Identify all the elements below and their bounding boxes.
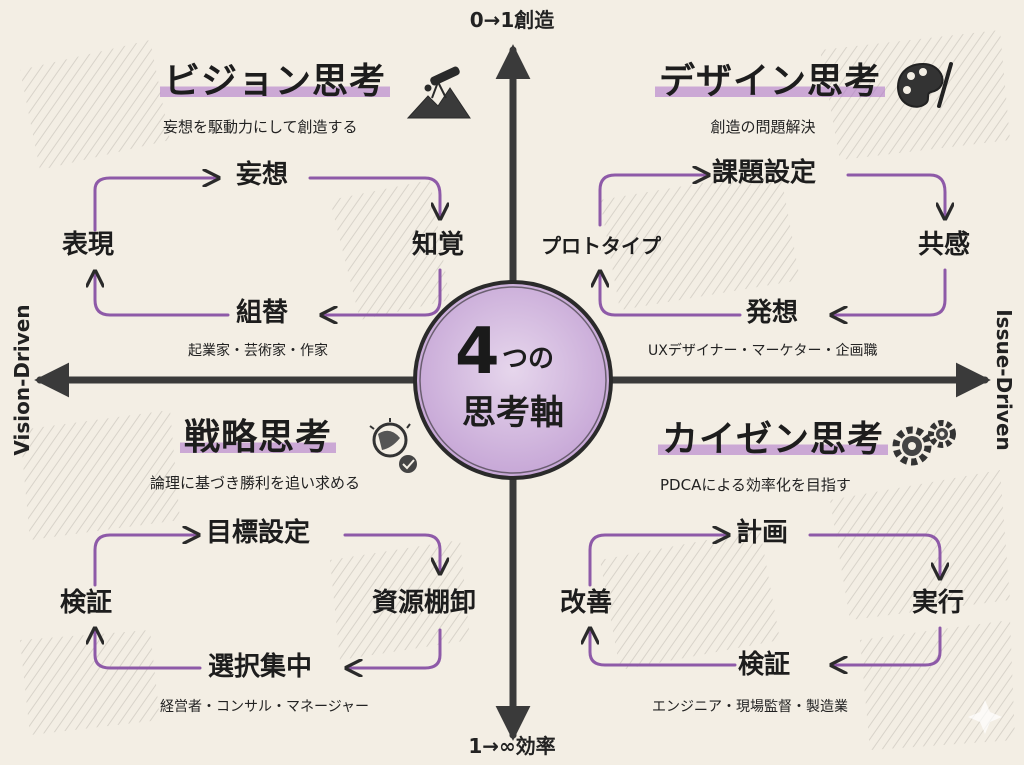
strategy-step-top: 目標設定 [206, 518, 311, 548]
center-circle [413, 280, 613, 480]
design-step-bottom: 発想 [746, 298, 799, 328]
axis-label-right: Issue-Driven [992, 309, 1016, 451]
kaizen-title: カイゼン思考 [658, 422, 889, 458]
kaizen-step-right: 実行 [912, 588, 965, 618]
design-subtitle: 創造の問題解決 [710, 118, 816, 136]
vision-cycle-arrows [95, 178, 440, 315]
design-cycle-arrows [600, 175, 945, 315]
vision-title: ビジョン思考 [160, 64, 391, 100]
palette-brush-icon [897, 62, 953, 108]
kaizen-step-left: 改善 [560, 588, 613, 618]
strategy-title: 戦略思考 [180, 420, 337, 456]
vision-step-bottom: 組替 [236, 298, 289, 328]
design-step-left: プロトタイプ [541, 234, 661, 258]
kaizen-cycle-arrows [590, 535, 940, 665]
center-line2: 思考軸 [462, 393, 564, 433]
axis-label-bottom: 1→∞効率 [468, 734, 556, 758]
axis-label-left: Vision-Driven [10, 304, 34, 456]
kaizen-roles: エンジニア・現場監督・製造業 [652, 699, 848, 715]
kaizen-step-top: 計画 [736, 518, 789, 548]
design-title: デザイン思考 [655, 64, 886, 100]
design-step-top: 課題設定 [712, 158, 817, 188]
strategy-cycle-arrows [95, 535, 440, 668]
design-roles: UXデザイナー・マーケター・企画職 [648, 343, 878, 359]
strategy-roles: 経営者・コンサル・マネージャー [160, 699, 370, 715]
vision-step-right: 知覚 [412, 230, 465, 260]
design-step-right: 共感 [918, 230, 971, 260]
vision-step-left: 表現 [62, 230, 115, 260]
kaizen-subtitle: PDCAによる効率化を目指す [660, 476, 851, 494]
center-number: 4 [455, 315, 500, 389]
telescope-on-mountain-icon [406, 66, 471, 119]
gears-icon [892, 420, 956, 466]
vision-step-top: 妄想 [236, 160, 289, 190]
vision-subtitle: 妄想を駆動力にして創造する [163, 118, 358, 136]
axis-label-top: 0→1創造 [469, 8, 555, 32]
center-line1: つの [502, 344, 555, 374]
strategy-step-left: 検証 [60, 588, 113, 618]
sparkle-icon [968, 700, 1002, 734]
globe-check-icon [369, 418, 417, 473]
strategy-step-right: 資源棚卸 [372, 588, 477, 618]
strategy-subtitle: 論理に基づき勝利を追い求める [150, 474, 361, 492]
strategy-step-bottom: 選択集中 [208, 652, 313, 682]
kaizen-step-bottom: 検証 [738, 650, 791, 680]
vision-roles: 起業家・芸術家・作家 [188, 343, 328, 359]
